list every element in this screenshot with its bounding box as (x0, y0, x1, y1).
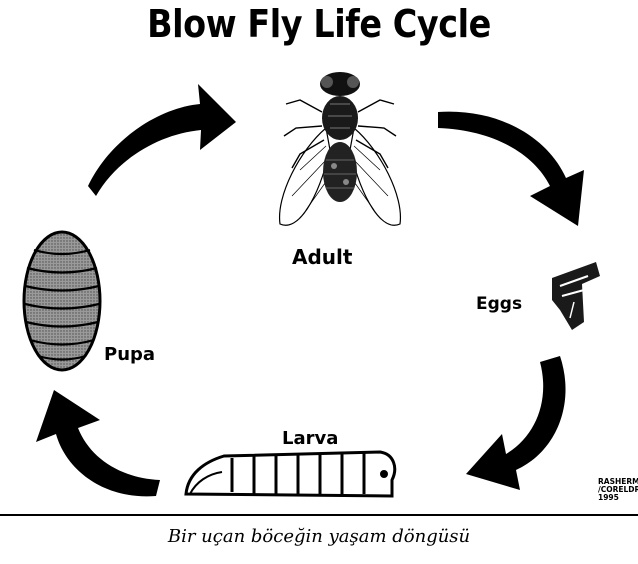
caption-divider (0, 514, 638, 516)
maggot-icon (186, 452, 395, 496)
stage-label-pupa: Pupa (104, 344, 155, 365)
cycle-arrow-icon (466, 356, 566, 490)
egg-cluster-icon (552, 262, 600, 330)
stage-label-eggs: Eggs (476, 294, 522, 314)
figure-caption: Bir uçan böceğin yaşam döngüsü (0, 526, 638, 547)
stage-label-larva: Larva (282, 428, 338, 449)
stage-label-adult: Adult (292, 245, 352, 269)
credit-line: RASHERMAN (598, 478, 638, 486)
blow-fly-icon (280, 72, 401, 225)
credit-line: 1995 (598, 494, 638, 502)
cycle-arrow-icon (36, 390, 160, 496)
artist-credit: RASHERMAN /CORELDRAW 1995 (598, 478, 638, 502)
credit-line: /CORELDRAW (598, 486, 638, 494)
cycle-arrow-icon (438, 112, 584, 226)
cycle-arrow-icon (88, 84, 236, 196)
pupa-icon (24, 232, 100, 370)
